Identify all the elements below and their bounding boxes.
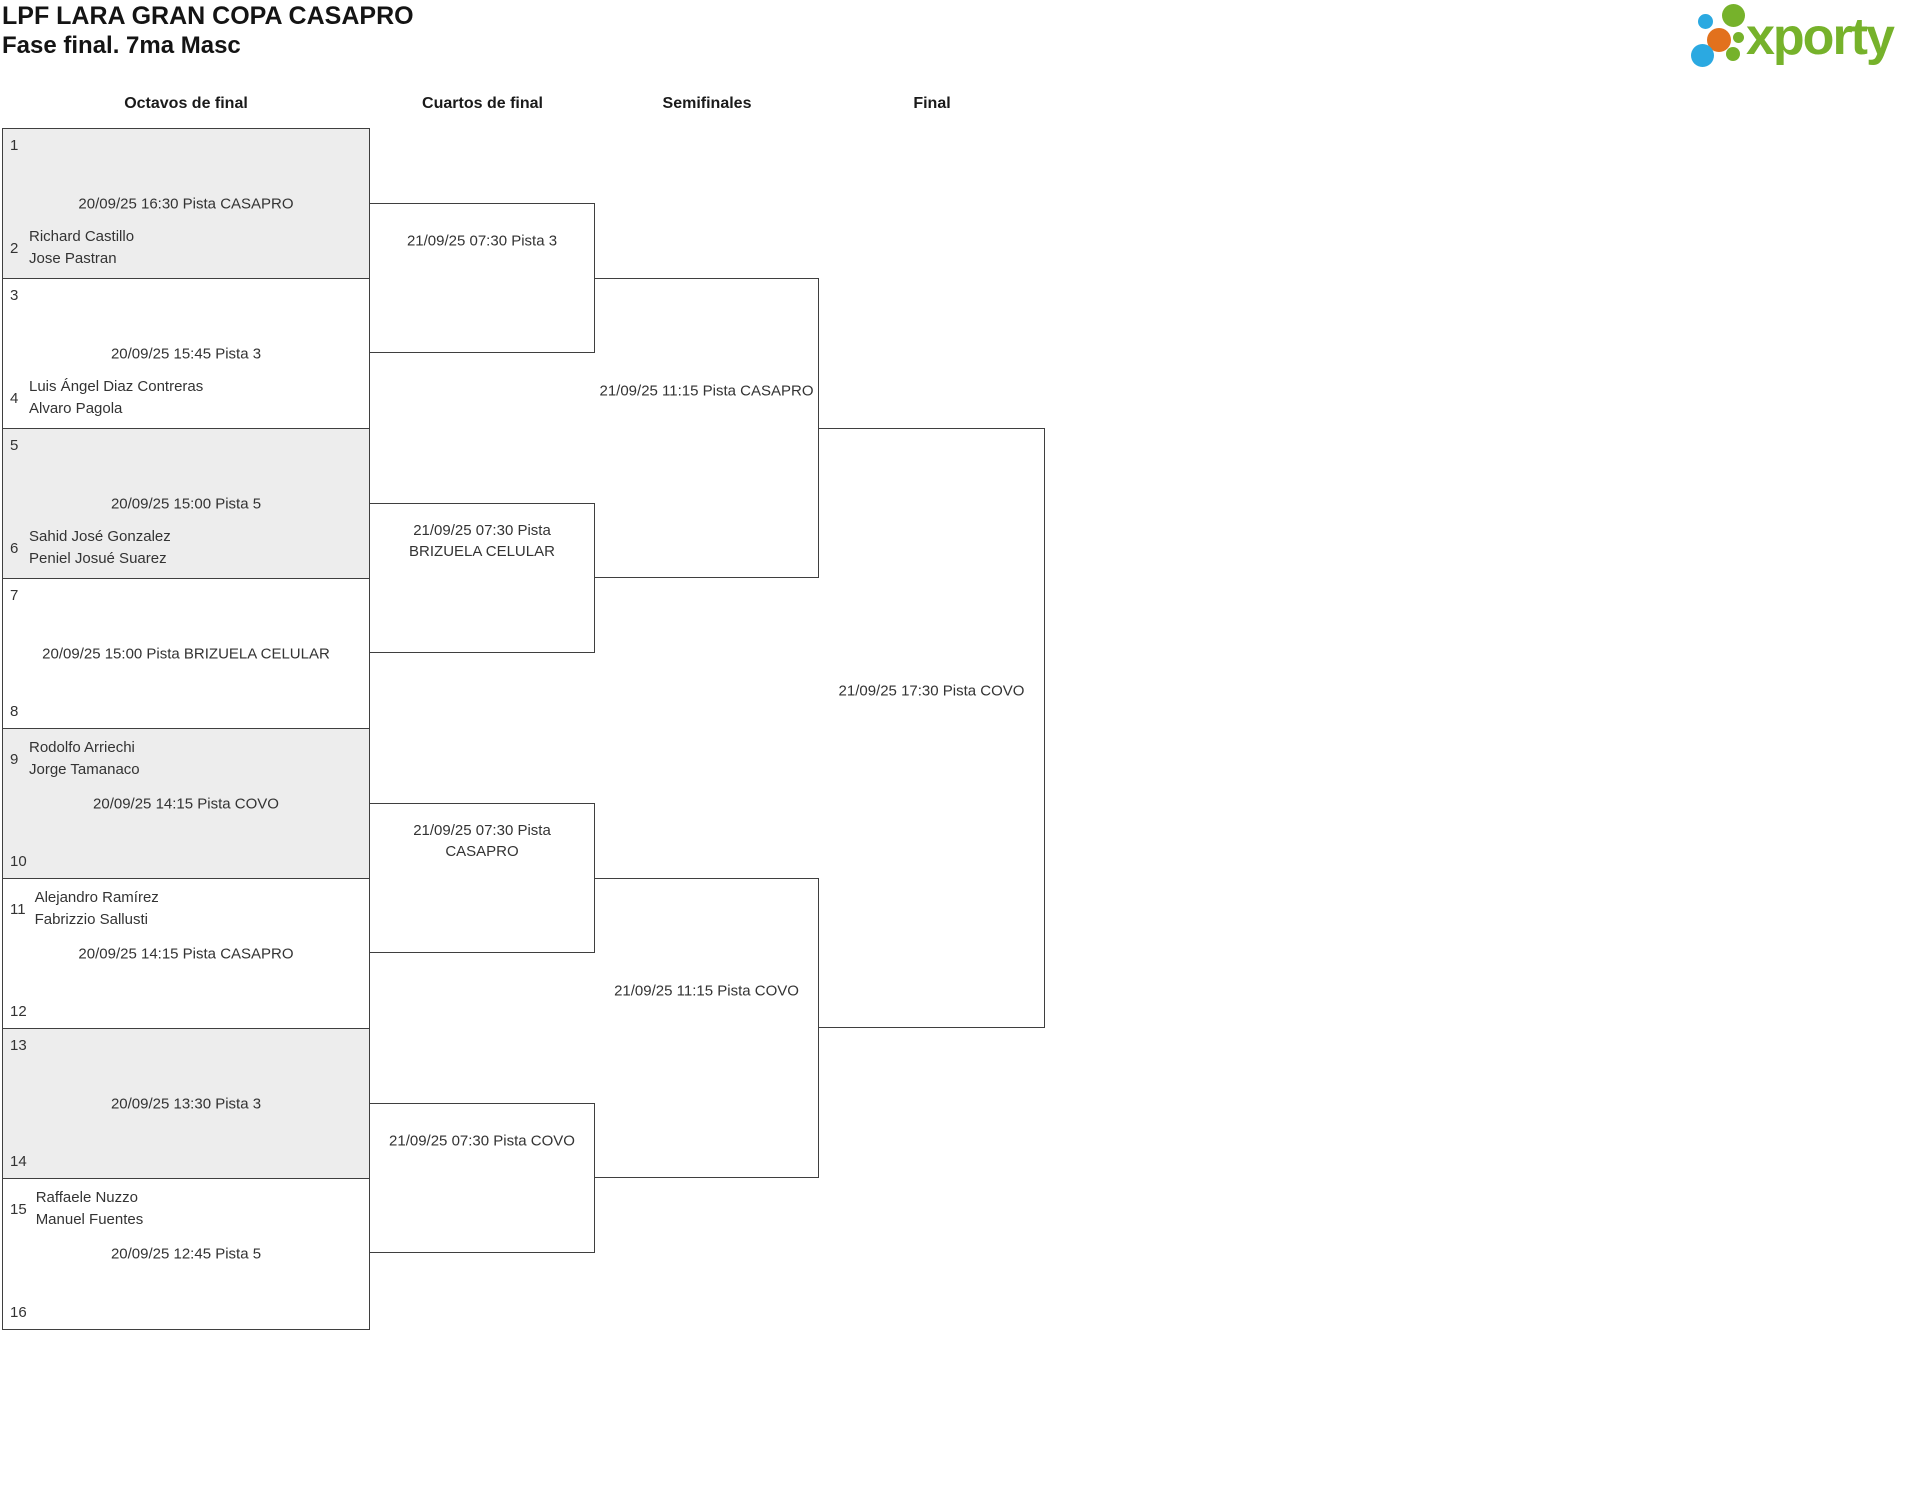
player-names: Rodolfo Arriechi Jorge Tamanaco xyxy=(29,739,140,778)
match-schedule: 21/09/25 11:15 Pista COVO xyxy=(614,982,799,1000)
bracket-column-octavos: 1 20/09/25 16:30 Pista CASAPRO 2 Richard… xyxy=(2,128,370,1330)
bracket-slot-2: 2 Richard Castillo Jose Pastran xyxy=(3,226,369,270)
match-schedule: 20/09/25 15:45 Pista 3 xyxy=(110,345,262,362)
bracket-slot-6: 6 Sahid José Gonzalez Peniel Josué Suare… xyxy=(3,526,369,570)
bracket-slot-10: 10 xyxy=(3,853,369,870)
logo-dot-green-tiny xyxy=(1733,32,1744,43)
logo-dot-blue-small xyxy=(1698,14,1713,29)
bracket-slot-3: 3 xyxy=(3,287,369,304)
match-schedule: 21/09/25 07:30 Pista 3 xyxy=(406,232,558,250)
slot-number: 6 xyxy=(10,539,19,557)
match-schedule: 20/09/25 15:00 Pista 5 xyxy=(110,495,262,512)
xporty-logo[interactable]: xporty xyxy=(1686,2,1918,80)
match-schedule: 20/09/25 16:30 Pista CASAPRO xyxy=(78,195,294,212)
octavos-match-6[interactable]: 11 Alejandro Ramírez Fabrizzio Sallusti … xyxy=(3,879,369,1029)
column-header-semifinales: Semifinales xyxy=(662,95,752,112)
slot-number: 7 xyxy=(10,587,19,604)
slot-number: 15 xyxy=(10,1200,27,1218)
player-names: Raffaele Nuzzo Manuel Fuentes xyxy=(35,1189,144,1228)
final-match[interactable]: 21/09/25 17:30 Pista COVO xyxy=(819,428,1045,1028)
cuartos-match-4[interactable]: 21/09/25 07:30 Pista COVO xyxy=(370,1103,595,1253)
octavos-match-7[interactable]: 13 20/09/25 13:30 Pista 3 14 xyxy=(3,1029,369,1179)
slot-number: 5 xyxy=(10,437,19,454)
player-names: Sahid José Gonzalez Peniel Josué Suarez xyxy=(29,528,171,567)
match-schedule: 20/09/25 15:00 Pista BRIZUELA CELULAR xyxy=(42,645,330,662)
bracket-slot-8: 8 xyxy=(3,703,369,720)
semifinal-match-2[interactable]: 21/09/25 11:15 Pista COVO xyxy=(595,878,819,1178)
slot-number: 14 xyxy=(10,1153,27,1170)
player-names: Richard Castillo Jose Pastran xyxy=(29,228,135,267)
page-title: LPF LARA GRAN COPA CASAPRO xyxy=(2,2,414,30)
match-schedule: 20/09/25 14:15 Pista COVO xyxy=(93,795,279,812)
bracket-slot-7: 7 xyxy=(3,587,369,604)
bracket-slot-12: 12 xyxy=(3,1003,369,1020)
match-schedule: 20/09/25 12:45 Pista 5 xyxy=(110,1245,262,1263)
match-schedule: 21/09/25 11:15 Pista CASAPRO xyxy=(599,382,814,400)
slot-number: 12 xyxy=(10,1003,27,1020)
match-schedule: 20/09/25 13:30 Pista 3 xyxy=(110,1095,262,1112)
slot-number: 2 xyxy=(10,239,19,257)
match-schedule: 21/09/25 07:30 Pista BRIZUELA CELULAR xyxy=(409,522,555,560)
bracket-slot-5: 5 xyxy=(3,437,369,454)
slot-number: 13 xyxy=(10,1037,27,1054)
column-header-final: Final xyxy=(913,95,951,112)
octavos-match-2[interactable]: 3 20/09/25 15:45 Pista 3 4 Luis Ángel Di… xyxy=(3,279,369,429)
player-names: Luis Ángel Diaz Contreras Alvaro Pagola xyxy=(29,378,204,417)
bracket-slot-13: 13 xyxy=(3,1037,369,1054)
match-schedule: 21/09/25 07:30 Pista CASAPRO xyxy=(413,822,551,860)
slot-number: 8 xyxy=(10,703,19,720)
logo-dot-green-small xyxy=(1726,47,1740,61)
match-schedule: 21/09/25 17:30 Pista COVO xyxy=(838,682,1025,700)
slot-number: 11 xyxy=(10,900,26,918)
match-schedule: 21/09/25 07:30 Pista COVO xyxy=(389,1132,575,1150)
logo-wordmark: xporty xyxy=(1746,8,1895,66)
column-header-octavos: Octavos de final xyxy=(124,95,248,112)
bracket-slot-15: 15 Raffaele Nuzzo Manuel Fuentes xyxy=(3,1187,369,1231)
bracket-slot-11: 11 Alejandro Ramírez Fabrizzio Sallusti xyxy=(3,887,369,931)
bracket-slot-16: 16 xyxy=(3,1304,369,1321)
octavos-match-8[interactable]: 15 Raffaele Nuzzo Manuel Fuentes 20/09/2… xyxy=(3,1179,369,1329)
match-schedule: 20/09/25 14:15 Pista CASAPRO xyxy=(78,945,294,962)
slot-number: 4 xyxy=(10,389,19,407)
cuartos-match-2[interactable]: 21/09/25 07:30 Pista BRIZUELA CELULAR xyxy=(370,503,595,653)
octavos-match-3[interactable]: 5 20/09/25 15:00 Pista 5 6 Sahid José Go… xyxy=(3,429,369,579)
slot-number: 1 xyxy=(10,137,19,154)
slot-number: 9 xyxy=(10,750,19,768)
slot-number: 16 xyxy=(10,1304,27,1321)
bracket-slot-4: 4 Luis Ángel Diaz Contreras Alvaro Pagol… xyxy=(3,376,369,420)
bracket-slot-1: 1 xyxy=(3,137,369,154)
slot-number: 3 xyxy=(10,287,19,304)
octavos-match-4[interactable]: 7 20/09/25 15:00 Pista BRIZUELA CELULAR … xyxy=(3,579,369,729)
player-names: Alejandro Ramírez Fabrizzio Sallusti xyxy=(34,889,159,928)
octavos-match-1[interactable]: 1 20/09/25 16:30 Pista CASAPRO 2 Richard… xyxy=(3,129,369,279)
logo-dot-green-large xyxy=(1722,4,1745,27)
cuartos-match-1[interactable]: 21/09/25 07:30 Pista 3 xyxy=(370,203,595,353)
logo-dot-blue-large xyxy=(1691,44,1714,67)
column-header-cuartos: Cuartos de final xyxy=(422,95,543,112)
slot-number: 10 xyxy=(10,853,27,870)
cuartos-match-3[interactable]: 21/09/25 07:30 Pista CASAPRO xyxy=(370,803,595,953)
bracket-slot-14: 14 xyxy=(3,1153,369,1170)
octavos-match-5[interactable]: 9 Rodolfo Arriechi Jorge Tamanaco 20/09/… xyxy=(3,729,369,879)
page-subtitle: Fase final. 7ma Masc xyxy=(2,32,241,59)
semifinal-match-1[interactable]: 21/09/25 11:15 Pista CASAPRO xyxy=(595,278,819,578)
bracket-slot-9: 9 Rodolfo Arriechi Jorge Tamanaco xyxy=(3,737,369,781)
